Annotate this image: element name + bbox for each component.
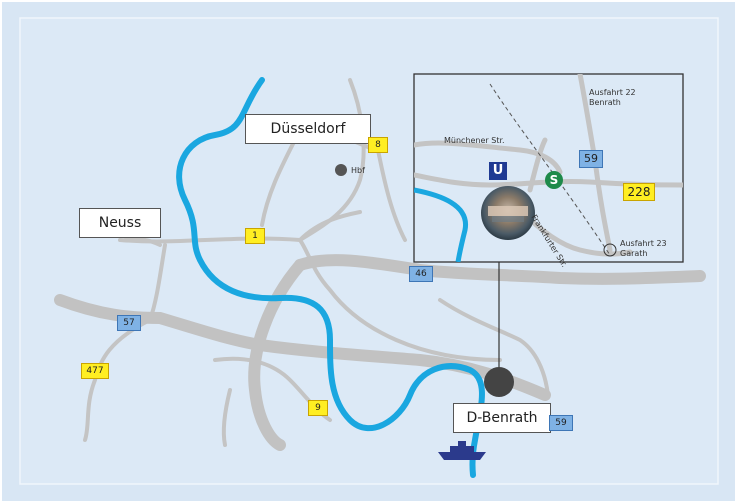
inset-exit-23-label: Ausfahrt 23 Garath	[620, 239, 667, 259]
road-shield-b477: 477	[81, 363, 109, 379]
benrath-location-icon	[484, 367, 514, 397]
inset-river	[414, 187, 468, 262]
inset-road-connector	[527, 137, 548, 193]
station-label: Hbf	[351, 166, 365, 175]
s-bahn-icon: S	[545, 171, 563, 189]
inset-map	[413, 73, 684, 263]
inset-shield-b228: 228	[623, 183, 655, 201]
road-shield-a57: 57	[117, 315, 141, 331]
road-shield-a59: 59	[549, 415, 573, 431]
road-benrath	[438, 298, 550, 397]
road-b8	[376, 148, 407, 242]
inset-road-muenchener	[414, 140, 563, 175]
inset-exit-23-icon	[603, 243, 617, 257]
inset-street-muenchener: Münchener Str.	[444, 136, 505, 145]
city-label-benrath: D-Benrath	[453, 403, 551, 433]
station-dot-icon	[335, 164, 347, 176]
road-shield-b8: 8	[368, 137, 388, 153]
motorway-a46	[294, 254, 706, 285]
inset-rail-line	[489, 83, 611, 256]
road-b477	[83, 318, 152, 442]
inset-road-frankfurter	[517, 207, 633, 257]
inset-exit-22-line-2: Benrath	[589, 98, 621, 107]
inset-shield-a59: 59	[579, 150, 603, 168]
inset-exit-23-line-1: Ausfahrt 23	[620, 239, 667, 248]
road-shield-b1: 1	[245, 228, 265, 244]
road-south-spur	[221, 388, 232, 447]
inset-exit-22-label: Ausfahrt 22 Benrath	[589, 88, 636, 108]
city-label-duesseldorf: Düsseldorf	[245, 114, 371, 144]
city-label-neuss: Neuss	[79, 208, 161, 238]
boat-icon	[438, 441, 486, 460]
u-bahn-icon: U	[489, 162, 507, 180]
river-rhine	[176, 77, 485, 478]
road-shield-a46: 46	[409, 266, 433, 282]
road-neuss-link	[123, 237, 162, 247]
inset-exit-23-line-2: Garath	[620, 249, 648, 258]
road-shield-b9: 9	[308, 400, 328, 416]
inset-frame	[413, 73, 684, 263]
road-spur	[298, 210, 362, 242]
inset-exit-22-line-1: Ausfahrt 22	[589, 88, 636, 97]
